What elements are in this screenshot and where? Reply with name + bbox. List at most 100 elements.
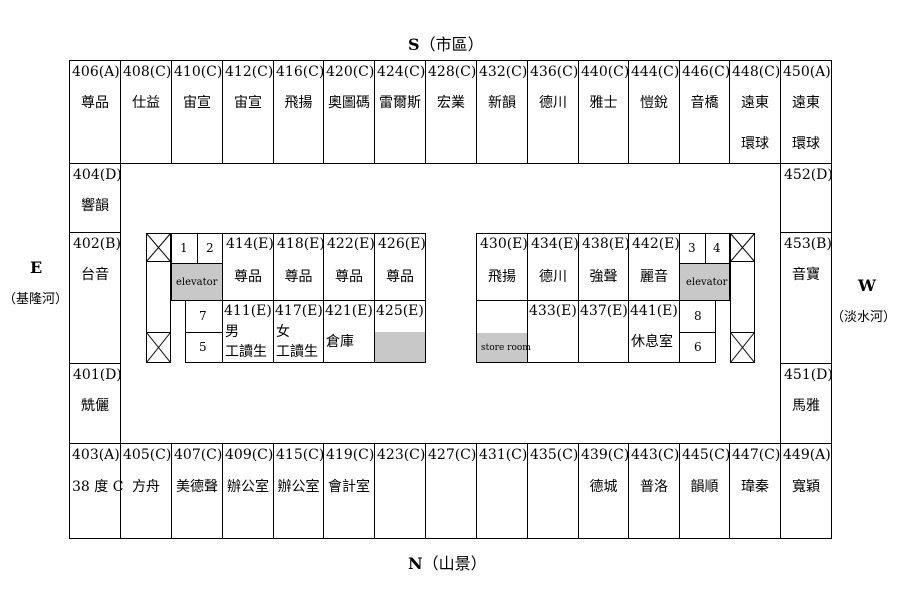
tenant-name: 倉庫	[326, 334, 354, 350]
bottom-row-divider	[729, 443, 730, 539]
tenant-name-line2: 環球	[741, 136, 769, 152]
tenant-name: 辦公室	[277, 479, 320, 495]
direction-east-place: （基隆河）	[3, 292, 69, 307]
room-code: 437(E)	[580, 303, 628, 319]
outer-wall-right	[831, 60, 832, 539]
direction-north-letter: N	[408, 554, 423, 573]
elevator-wall	[679, 332, 716, 333]
tenant-name-line2: 工讀生	[276, 344, 318, 360]
tenant-name: 尊品	[81, 95, 109, 111]
room-code: 402(B)	[73, 236, 121, 252]
shaded-area	[375, 332, 425, 362]
tenant-name: 宙宣	[234, 95, 262, 111]
right-col-divider	[780, 232, 832, 233]
top-row-divider	[222, 60, 223, 164]
room-code: 450(A)	[783, 64, 831, 80]
office-wall	[222, 233, 223, 363]
tenant-name: 麗音	[640, 269, 668, 285]
room-code: 444(C)	[631, 64, 680, 80]
left-column-wall	[120, 163, 121, 444]
tenant-name: 辦公室	[227, 479, 269, 495]
room-code: 424(C)	[377, 64, 426, 80]
room-code: 448(C)	[732, 64, 781, 80]
room-code: 427(C)	[428, 447, 477, 463]
tenant-name: 音寶	[792, 267, 820, 283]
room-code: 425(E)	[376, 303, 424, 319]
room-code: 442(E)	[632, 236, 680, 252]
room-code: 418(E)	[277, 236, 325, 252]
room-code: 443(C)	[631, 447, 680, 463]
outer-wall-bottom	[69, 538, 832, 539]
top-row-divider	[374, 60, 375, 164]
office-wall	[222, 362, 426, 363]
tenant-name: 愷銳	[640, 95, 668, 111]
top-row-divider	[273, 60, 274, 164]
tenant-name: 男	[225, 324, 239, 340]
top-row-divider	[729, 60, 730, 164]
room-code: 432(C)	[479, 64, 528, 80]
tenant-name: 雷爾斯	[379, 95, 421, 111]
room-code: 404(D)	[73, 167, 122, 183]
room-code: 430(E)	[480, 236, 528, 252]
tenant-name: 方舟	[132, 479, 160, 495]
tenant-name: 寬穎	[792, 479, 820, 495]
top-row-divider	[527, 60, 528, 164]
room-code: 410(C)	[174, 64, 223, 80]
elevator-number: 3	[688, 241, 696, 255]
bottom-row-divider	[628, 443, 629, 539]
elevator-shaft	[680, 263, 729, 300]
room-code: 416(C)	[276, 64, 325, 80]
room-code: 438(E)	[582, 236, 630, 252]
bottom-row-divider	[679, 443, 680, 539]
room-code: 441(E)	[630, 303, 678, 319]
tenant-name: 德川	[539, 269, 567, 285]
tenant-name: 仕益	[132, 95, 160, 111]
store-room-label: store room	[481, 343, 531, 353]
tenant-name: 尊品	[335, 269, 363, 285]
bottom-row-divider	[171, 443, 172, 539]
elevator-wall	[679, 362, 716, 363]
room-code: 411(E)	[224, 303, 272, 319]
elevator-wall	[171, 300, 223, 301]
bottom-row-edge	[69, 443, 832, 444]
stair-wall	[146, 261, 147, 333]
bottom-row-divider	[476, 443, 477, 539]
office-wall	[374, 233, 375, 363]
tenant-name: 遠東	[741, 95, 769, 111]
room-code: 421(E)	[325, 303, 373, 319]
elevator-wall	[185, 332, 223, 333]
stair-wall	[170, 261, 171, 333]
room-code: 401(D)	[73, 367, 122, 383]
room-code: 403(A)	[72, 447, 120, 463]
tenant-name: 尊品	[234, 269, 262, 285]
room-code: 433(E)	[529, 303, 577, 319]
room-code: 436(C)	[530, 64, 579, 80]
tenant-name: 強聲	[589, 269, 618, 285]
elevator-number: 1	[180, 241, 188, 255]
tenant-name-line2: 工讀生	[225, 344, 267, 360]
room-code: 415(C)	[276, 447, 325, 463]
room-code: 407(C)	[174, 447, 223, 463]
office-wall	[425, 233, 426, 363]
room-code: 431(C)	[479, 447, 528, 463]
top-row-divider	[425, 60, 426, 164]
elevator-wall	[197, 233, 198, 264]
store-room-shade	[477, 333, 527, 362]
elevator-wall	[679, 263, 730, 264]
stair-wall	[730, 261, 731, 333]
room-code: 422(E)	[327, 236, 375, 252]
direction-south-place: （市區）	[419, 35, 484, 54]
room-code: 406(A)	[72, 64, 120, 80]
tenant-name: 普洛	[640, 479, 668, 495]
top-row-divider	[171, 60, 172, 164]
elevator-wall	[715, 300, 716, 363]
tenant-name: 瑋秦	[741, 479, 769, 495]
bottom-row-divider	[323, 443, 324, 539]
elevator-wall	[729, 233, 730, 301]
outer-wall-left	[69, 60, 70, 539]
tenant-name: 雅士	[589, 95, 618, 111]
room-code: 435(C)	[530, 447, 579, 463]
tenant-name: 德城	[589, 479, 618, 495]
stair-wall	[754, 261, 755, 333]
outer-wall-top	[69, 60, 832, 61]
